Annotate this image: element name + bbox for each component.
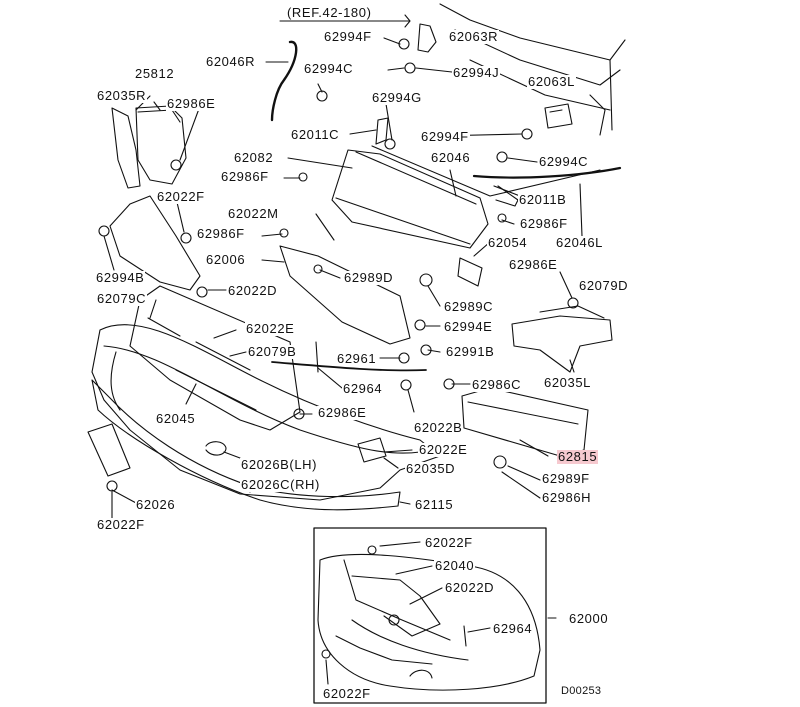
- diagram-code: D00253: [560, 684, 603, 698]
- part-label-62022F-3[interactable]: 62022F: [424, 535, 474, 550]
- part-label-62035D[interactable]: 62035D: [405, 461, 457, 476]
- part-label-62046R[interactable]: 62046R: [205, 54, 257, 69]
- part-label-62045[interactable]: 62045: [155, 411, 197, 426]
- part-label-62986F[interactable]: 62986F: [220, 169, 270, 184]
- part-label-62994J[interactable]: 62994J: [452, 65, 501, 80]
- part-label-62989D[interactable]: 62989D: [343, 270, 395, 285]
- part-label-62986E-2[interactable]: 62986E: [508, 257, 559, 272]
- part-label-62079D[interactable]: 62079D: [578, 278, 630, 293]
- part-label-62022B[interactable]: 62022B: [413, 420, 464, 435]
- part-label-62022E-2[interactable]: 62022E: [418, 442, 469, 457]
- part-label-62046L[interactable]: 62046L: [555, 235, 604, 250]
- part-label-62022M[interactable]: 62022M: [227, 206, 280, 221]
- part-label-62035R[interactable]: 62035R: [96, 88, 148, 103]
- part-label-62986C[interactable]: 62986C: [471, 377, 523, 392]
- part-label-62079C[interactable]: 62079C: [96, 291, 148, 306]
- part-label-62986E[interactable]: 62986E: [166, 96, 217, 111]
- part-label-62063L[interactable]: 62063L: [527, 74, 576, 89]
- part-label-62989C[interactable]: 62989C: [443, 299, 495, 314]
- part-label-62994C[interactable]: 62994C: [303, 61, 355, 76]
- part-label-62994G[interactable]: 62994G: [371, 90, 423, 105]
- part-label-62063R[interactable]: 62063R: [448, 29, 500, 44]
- part-label-62054[interactable]: 62054: [487, 235, 529, 250]
- part-label-62986H[interactable]: 62986H: [541, 490, 593, 505]
- part-label-62964-2[interactable]: 62964: [492, 621, 534, 636]
- part-label-62026[interactable]: 62026: [135, 497, 177, 512]
- part-label-62815[interactable]: 62815: [557, 449, 599, 464]
- part-label-62986F-3[interactable]: 62986F: [196, 226, 246, 241]
- reference-label: (REF.42-180): [286, 5, 373, 20]
- part-label-25812[interactable]: 25812: [134, 66, 176, 81]
- part-label-62964[interactable]: 62964: [342, 381, 384, 396]
- part-label-62022D[interactable]: 62022D: [227, 283, 279, 298]
- part-label-62961[interactable]: 62961: [336, 351, 378, 366]
- part-label-62022F-4[interactable]: 62022F: [322, 686, 372, 701]
- part-label-62000[interactable]: 62000: [568, 611, 610, 626]
- part-label-62986E-3[interactable]: 62986E: [317, 405, 368, 420]
- part-label-62994F-2[interactable]: 62994F: [420, 129, 470, 144]
- part-label-62115[interactable]: 62115: [414, 497, 455, 512]
- part-label-62006[interactable]: 62006: [205, 252, 247, 267]
- part-label-62994F[interactable]: 62994F: [323, 29, 373, 44]
- part-label-62082[interactable]: 62082: [233, 150, 275, 165]
- part-label-62035L[interactable]: 62035L: [543, 375, 592, 390]
- part-label-62989F[interactable]: 62989F: [541, 471, 591, 486]
- part-label-62022D-2[interactable]: 62022D: [444, 580, 496, 595]
- part-label-62022F-2[interactable]: 62022F: [96, 517, 146, 532]
- part-label-62022F[interactable]: 62022F: [156, 189, 206, 204]
- part-label-62994C-2[interactable]: 62994C: [538, 154, 590, 169]
- part-label-62026C-RH[interactable]: 62026C(RH): [240, 477, 321, 492]
- part-label-62011B[interactable]: 62011B: [518, 192, 568, 207]
- part-label-62994E[interactable]: 62994E: [443, 319, 494, 334]
- part-label-62994B[interactable]: 62994B: [95, 270, 146, 285]
- part-label-62986F-2[interactable]: 62986F: [519, 216, 569, 231]
- part-label-62022E[interactable]: 62022E: [245, 321, 296, 336]
- part-label-62046[interactable]: 62046: [430, 150, 472, 165]
- part-label-62011C[interactable]: 62011C: [290, 127, 341, 142]
- part-label-62991B[interactable]: 62991B: [445, 344, 496, 359]
- part-label-62079B[interactable]: 62079B: [247, 344, 298, 359]
- part-label-62040[interactable]: 62040: [434, 558, 476, 573]
- part-label-62026B-LH[interactable]: 62026B(LH): [240, 457, 319, 472]
